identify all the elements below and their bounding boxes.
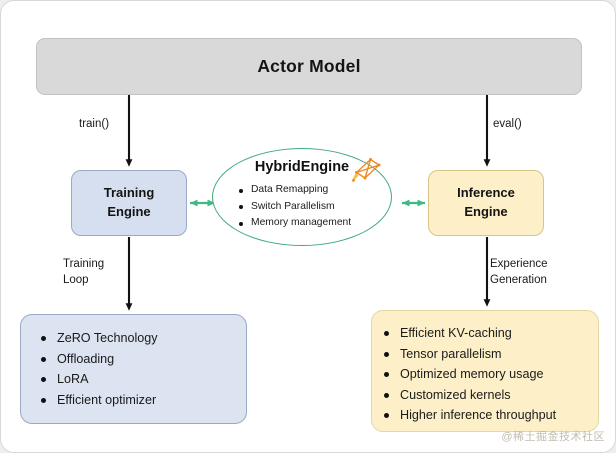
node-training-details[interactable]: ZeRO Technology Offloading LoRA Efficien…	[20, 314, 247, 424]
node-inference-details[interactable]: Efficient KV-caching Tensor parallelism …	[371, 310, 599, 432]
hybrid-engine-label: HybridEngine	[254, 159, 350, 175]
edge-label-training-loop: Training Loop	[63, 258, 105, 286]
node-actor-model[interactable]: Actor Model	[36, 38, 582, 95]
training-engine-label-line2: Engine	[107, 204, 151, 219]
list-item: Memory management	[238, 215, 351, 232]
node-inference-engine[interactable]: Inference Engine	[428, 170, 544, 236]
list-item: ZeRO Technology	[41, 328, 246, 349]
hybrid-engine-list: Data Remapping Switch Parallelism Memory…	[233, 182, 351, 232]
watermark: @稀土掘金技术社区	[501, 431, 605, 443]
inference-engine-label-line2: Engine	[464, 204, 508, 219]
list-item: Switch Parallelism	[238, 199, 351, 216]
edge-label-eval: eval()	[493, 118, 522, 130]
list-item: Efficient KV-caching	[384, 323, 598, 344]
node-hybrid-engine[interactable]: HybridEngine Data Remapping Switch Paral…	[212, 148, 392, 246]
actor-model-label: Actor Model	[257, 56, 361, 76]
inference-engine-label-line1: Inference	[457, 185, 515, 201]
kite-icon	[351, 158, 381, 183]
edge-label-experience-generation: Experience Generation	[490, 258, 548, 286]
edge-label-train: train()	[79, 118, 110, 130]
list-item: Optimized memory usage	[384, 364, 598, 385]
training-details-list: ZeRO Technology Offloading LoRA Efficien…	[21, 315, 246, 410]
list-item: Higher inference throughput	[384, 405, 598, 426]
list-item: Data Remapping	[238, 182, 351, 199]
list-item: Customized kernels	[384, 385, 598, 406]
list-item: Tensor parallelism	[384, 344, 598, 365]
inference-details-list: Efficient KV-caching Tensor parallelism …	[372, 311, 598, 426]
list-item: Offloading	[41, 349, 246, 370]
list-item: LoRA	[41, 369, 246, 390]
list-item: Efficient optimizer	[41, 390, 246, 411]
node-training-engine[interactable]: Training Engine	[71, 170, 187, 236]
training-engine-label-line1: Training	[103, 185, 155, 201]
